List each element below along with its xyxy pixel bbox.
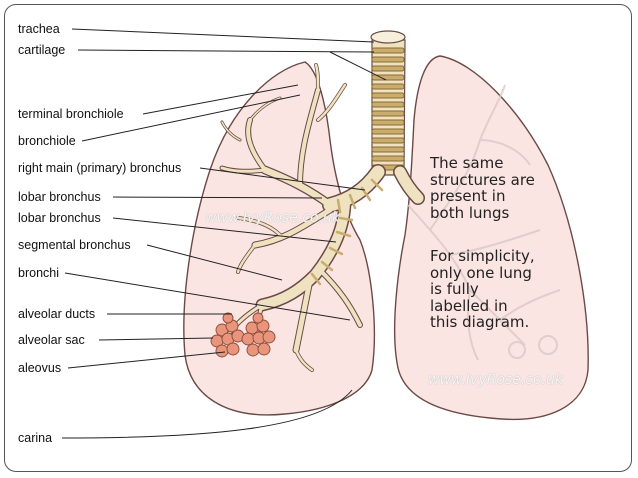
cartilage-ring	[371, 47, 405, 54]
cartilage-ring	[371, 137, 405, 144]
label-segmental-bronchus: segmental bronchus	[18, 238, 131, 252]
watermark-bottom: www.IvyRose.co.uk	[428, 372, 563, 388]
label-alveolar-ducts: alveolar ducts	[18, 307, 96, 321]
cartilage-ring	[371, 110, 405, 117]
cartilage-ring	[371, 119, 405, 126]
label-aleovus: aleovus	[18, 361, 62, 375]
note-simplicity: For simplicity, only one lung is fully l…	[430, 247, 535, 331]
cartilage-ring	[371, 83, 405, 90]
label-trachea: trachea	[18, 22, 60, 36]
leader-lines	[61, 28, 387, 439]
label-bronchiole: bronchiole	[18, 134, 76, 148]
label-bronchi: bronchi	[18, 266, 59, 280]
cartilage-ring	[371, 155, 405, 162]
label-terminal-bronchiole: terminal bronchiole	[18, 107, 124, 121]
cartilage-ring	[371, 128, 405, 135]
cartilage-ring	[371, 146, 405, 153]
label-right-main-bronchus: right main (primary) bronchus	[18, 161, 182, 175]
label-cartilage: cartilage	[18, 43, 66, 57]
cartilage-ring	[371, 92, 405, 99]
trachea-tube	[370, 30, 406, 176]
right-lung	[394, 55, 589, 421]
alveoli-clusters	[210, 312, 276, 358]
right-lung-airway-tree	[407, 84, 561, 361]
label-carina: carina	[18, 431, 53, 445]
label-lobar-bronchus-2: lobar bronchus	[18, 211, 101, 225]
cartilage-ring	[371, 101, 405, 108]
cartilage-ring	[371, 74, 405, 81]
cartilage-ring	[371, 65, 405, 72]
label-lobar-bronchus-1: lobar bronchus	[18, 190, 101, 204]
cartilage-ring	[371, 56, 405, 63]
label-alveolar-sac: alveolar sac	[18, 333, 85, 347]
watermark-center: www.IvyRose.co.uk	[205, 210, 340, 226]
note-same-structures: The same structures are present in both …	[430, 154, 535, 222]
